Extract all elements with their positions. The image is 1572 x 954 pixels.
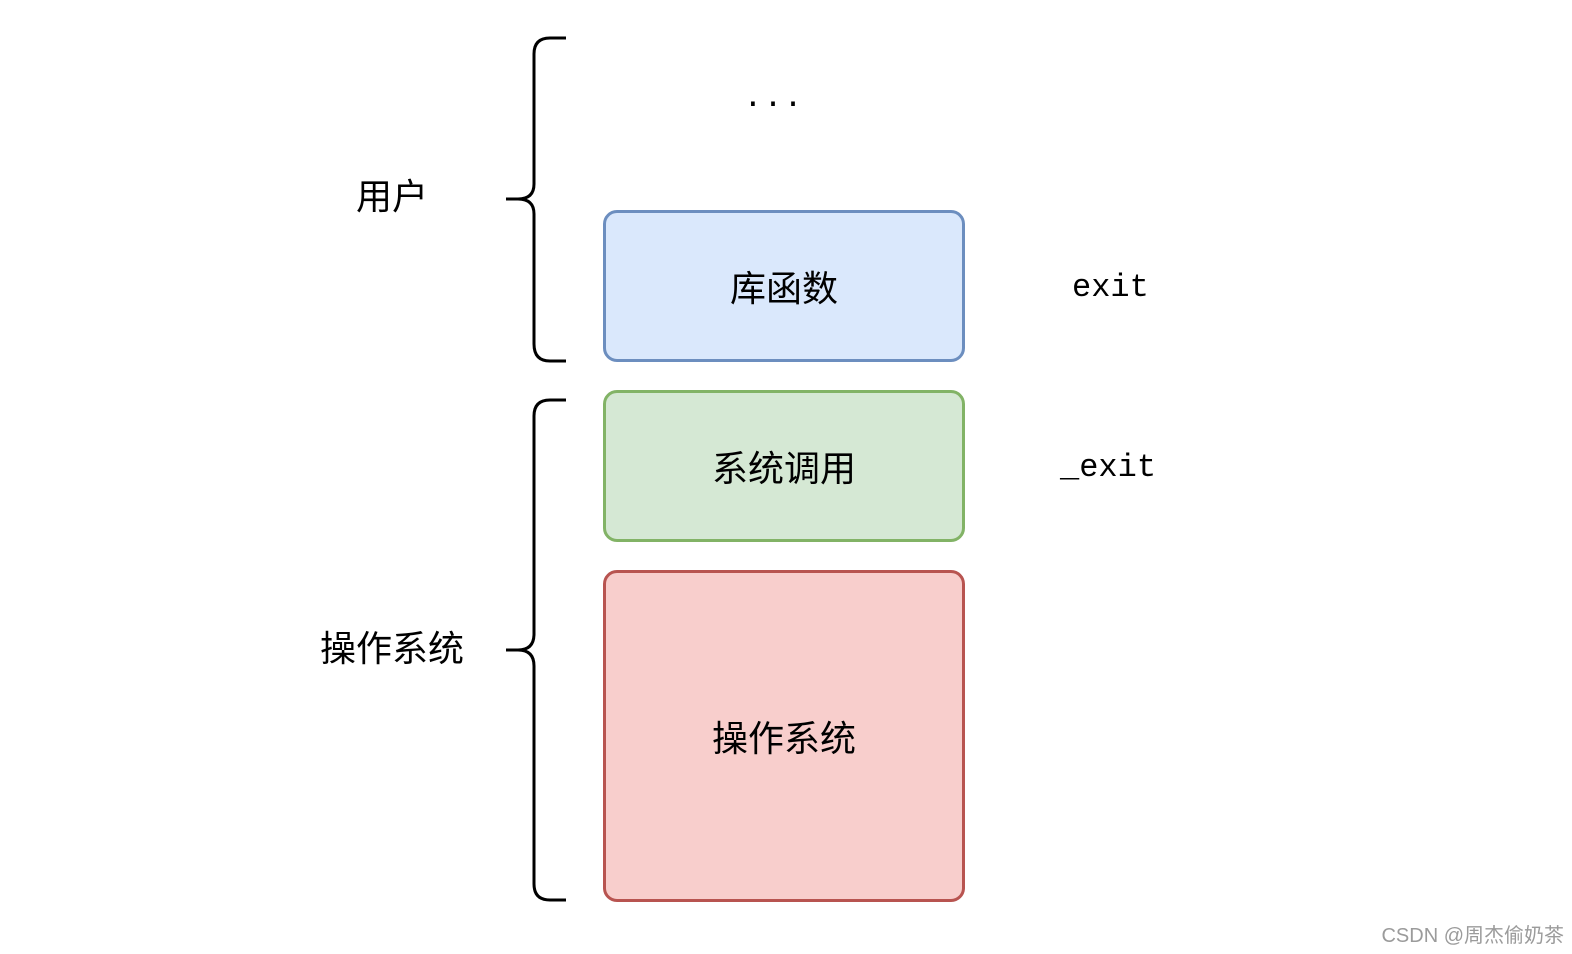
os-group-label: 操作系统 <box>320 629 465 670</box>
exit-function-label: exit <box>1072 269 1149 306</box>
os-brace <box>506 398 566 902</box>
operating-system-label: 操作系统 <box>711 719 856 760</box>
user-brace <box>506 36 566 363</box>
system-call-box: 系统调用 <box>603 390 965 542</box>
user-group-label: 用户 <box>356 177 429 218</box>
library-function-label: 库函数 <box>729 269 838 310</box>
operating-system-box: 操作系统 <box>603 570 965 902</box>
system-call-label: 系统调用 <box>711 449 856 490</box>
watermark: CSDN @周杰偷奶茶 <box>1381 925 1564 947</box>
ellipsis: ... <box>743 79 805 114</box>
underscore-exit-function-label: _exit <box>1060 449 1157 486</box>
library-function-box: 库函数 <box>603 210 965 362</box>
